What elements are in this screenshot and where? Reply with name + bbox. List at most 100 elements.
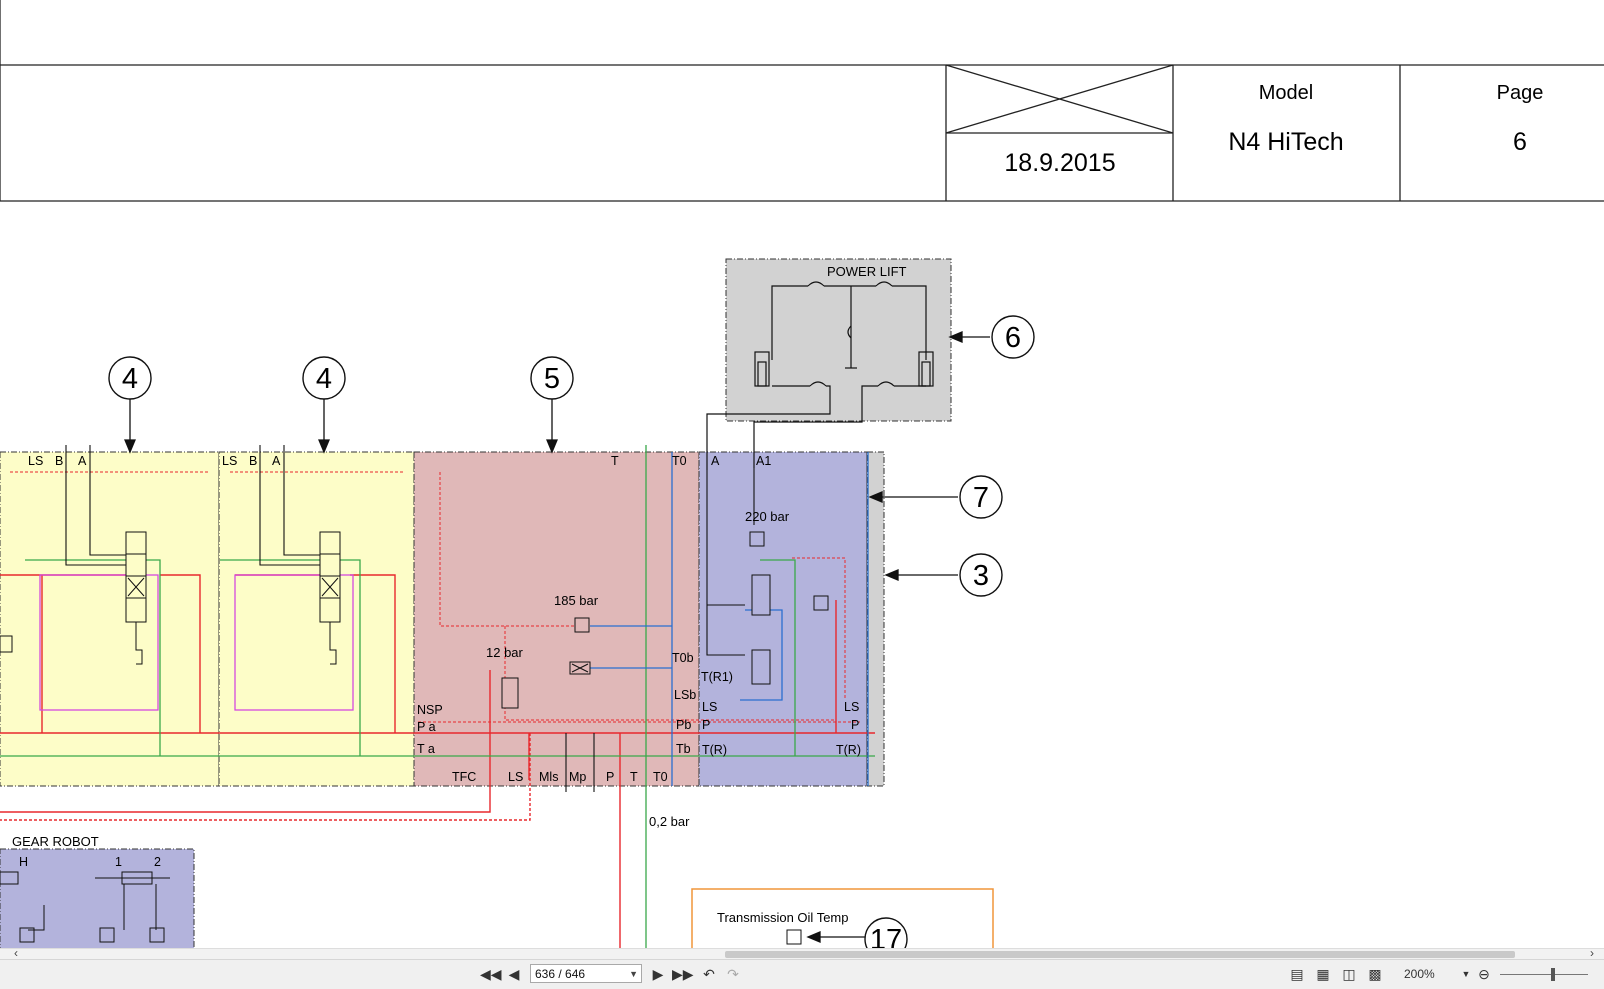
scroll-right-icon[interactable]: › (1590, 946, 1594, 960)
page-indicator: 636 / 646 (535, 967, 586, 981)
port-t-top: T (611, 454, 619, 468)
title-model-label: Model (1259, 82, 1313, 104)
label-12-bar: 12 bar (486, 645, 524, 660)
port-p-blue: P (702, 718, 710, 732)
tank-lines-green (0, 445, 875, 948)
port-tb: Tb (676, 742, 691, 756)
port-lsb: LSb (674, 688, 696, 702)
zoom-out-icon[interactable]: ⊖ (1478, 966, 1490, 982)
scrollbar-thumb[interactable] (725, 951, 1515, 958)
page-number-field[interactable]: 636 / 646 ▼ (530, 964, 642, 983)
pilot-lines-magenta (39, 574, 354, 711)
port-ta: T a (417, 742, 435, 756)
label-power-lift: POWER LIFT (827, 264, 907, 279)
port-mp: Mp (569, 770, 586, 784)
port-tr1: T(R1) (701, 670, 733, 684)
chevron-down-icon[interactable]: ▼ (629, 969, 638, 979)
valve-symbols (0, 531, 829, 709)
port-t-bottom: T (630, 770, 638, 784)
port-b-1: B (55, 454, 63, 468)
port-t0-top: T0 (672, 454, 687, 468)
port-ls-blue: LS (702, 700, 717, 714)
previous-page-icon[interactable]: ◀ (508, 966, 520, 982)
port-a-1: A (78, 454, 87, 468)
label-transmission-oil-temp: Transmission Oil Temp (717, 910, 848, 925)
zoom-slider-handle[interactable] (1551, 968, 1555, 981)
single-page-view-icon[interactable]: ▤ (1290, 966, 1304, 982)
pressure-lines-red (0, 574, 875, 948)
port-p-bottom: P (606, 770, 614, 784)
continuous-view-icon[interactable]: ▦ (1316, 966, 1330, 982)
zone-blue (698, 451, 868, 787)
port-pa: P a (417, 720, 436, 734)
port-h: H (19, 855, 28, 869)
callout-17: 17 (870, 924, 902, 948)
port-1: 1 (115, 855, 122, 869)
document-page: 18.9.2015 Model N4 HiTech Page 6 (0, 0, 1604, 948)
callout-numbers: 4 4 5 6 7 3 17 (122, 322, 1021, 948)
callout-7: 7 (973, 482, 989, 514)
scroll-left-icon[interactable]: ‹ (14, 946, 18, 960)
zone-power-lift (725, 258, 952, 422)
zone-grey-strip (866, 451, 885, 787)
title-page-label: Page (1497, 82, 1544, 104)
callout-6: 6 (1005, 322, 1021, 354)
title-model-value: N4 HiTech (1228, 128, 1343, 156)
viewer-toolbar: ◀◀ ◀ 636 / 646 ▼ ▶ ▶▶ ↶ ↷ ▤ ▦ ◫ ▩ 200% ▼… (0, 959, 1604, 989)
label-185-bar: 185 bar (554, 593, 599, 608)
port-2: 2 (154, 855, 161, 869)
port-pb: Pb (676, 718, 691, 732)
return-lines-blue (590, 452, 869, 786)
first-page-icon[interactable]: ◀◀ (480, 966, 502, 982)
title-block (0, 0, 1604, 202)
port-t0-bottom: T0 (653, 770, 668, 784)
last-page-icon[interactable]: ▶▶ (672, 966, 694, 982)
port-p-blue-right: P (851, 718, 859, 732)
zoom-slider[interactable] (1500, 974, 1588, 975)
zone-yellow-right (218, 451, 415, 787)
port-labels: LS B A LS B A T T0 A A1 T0b T(R1) LSb LS… (19, 454, 861, 869)
port-a1: A1 (756, 454, 771, 468)
title-date: 18.9.2015 (1004, 149, 1115, 177)
power-lift-circuit (706, 281, 934, 470)
port-a-blue: A (711, 454, 720, 468)
port-tr: T(R) (702, 743, 727, 757)
label-220-bar: 220 bar (745, 509, 790, 524)
port-a-2: A (272, 454, 281, 468)
two-page-continuous-icon[interactable]: ▩ (1368, 966, 1382, 982)
port-nsp: NSP (417, 703, 443, 717)
callout-4-right: 4 (316, 363, 332, 395)
zoom-dropdown-icon[interactable]: ▼ (1461, 969, 1471, 979)
port-ls-bottom: LS (508, 770, 523, 784)
port-mls: Mls (539, 770, 558, 784)
next-page-icon[interactable]: ▶ (652, 966, 664, 982)
callout-circles (108, 315, 1035, 948)
port-ls-2: LS (222, 454, 237, 468)
port-tr-right: T(R) (836, 743, 861, 757)
two-page-view-icon[interactable]: ◫ (1342, 966, 1356, 982)
hydraulic-schematic: 18.9.2015 Model N4 HiTech Page 6 (0, 0, 1604, 948)
zone-yellow-left (0, 451, 220, 787)
label-0-2-bar: 0,2 bar (649, 814, 690, 829)
callout-5: 5 (544, 363, 560, 395)
zone-pink (413, 451, 700, 787)
zoom-level[interactable]: 200% (1404, 967, 1435, 981)
callout-3: 3 (973, 560, 989, 592)
callout-arrows (124, 331, 990, 943)
back-view-icon[interactable]: ↶ (703, 966, 715, 982)
callout-4-left: 4 (122, 363, 138, 395)
port-ls-1: LS (28, 454, 43, 468)
zone-transmission-oil-temp (691, 888, 994, 948)
forward-view-icon[interactable]: ↷ (727, 966, 739, 982)
label-gear-robot: GEAR ROBOT (12, 834, 99, 849)
port-ls-blue-right: LS (844, 700, 859, 714)
control-lines-black (65, 445, 755, 792)
port-t0b: T0b (672, 651, 694, 665)
zone-gear-robot (0, 848, 195, 948)
gear-robot-circuit (0, 871, 170, 943)
port-b-2: B (249, 454, 257, 468)
temp-sensor-icon (786, 929, 802, 945)
title-page-value: 6 (1513, 128, 1527, 156)
horizontal-scrollbar[interactable]: ‹ › (0, 946, 1604, 960)
port-tfc: TFC (452, 770, 476, 784)
